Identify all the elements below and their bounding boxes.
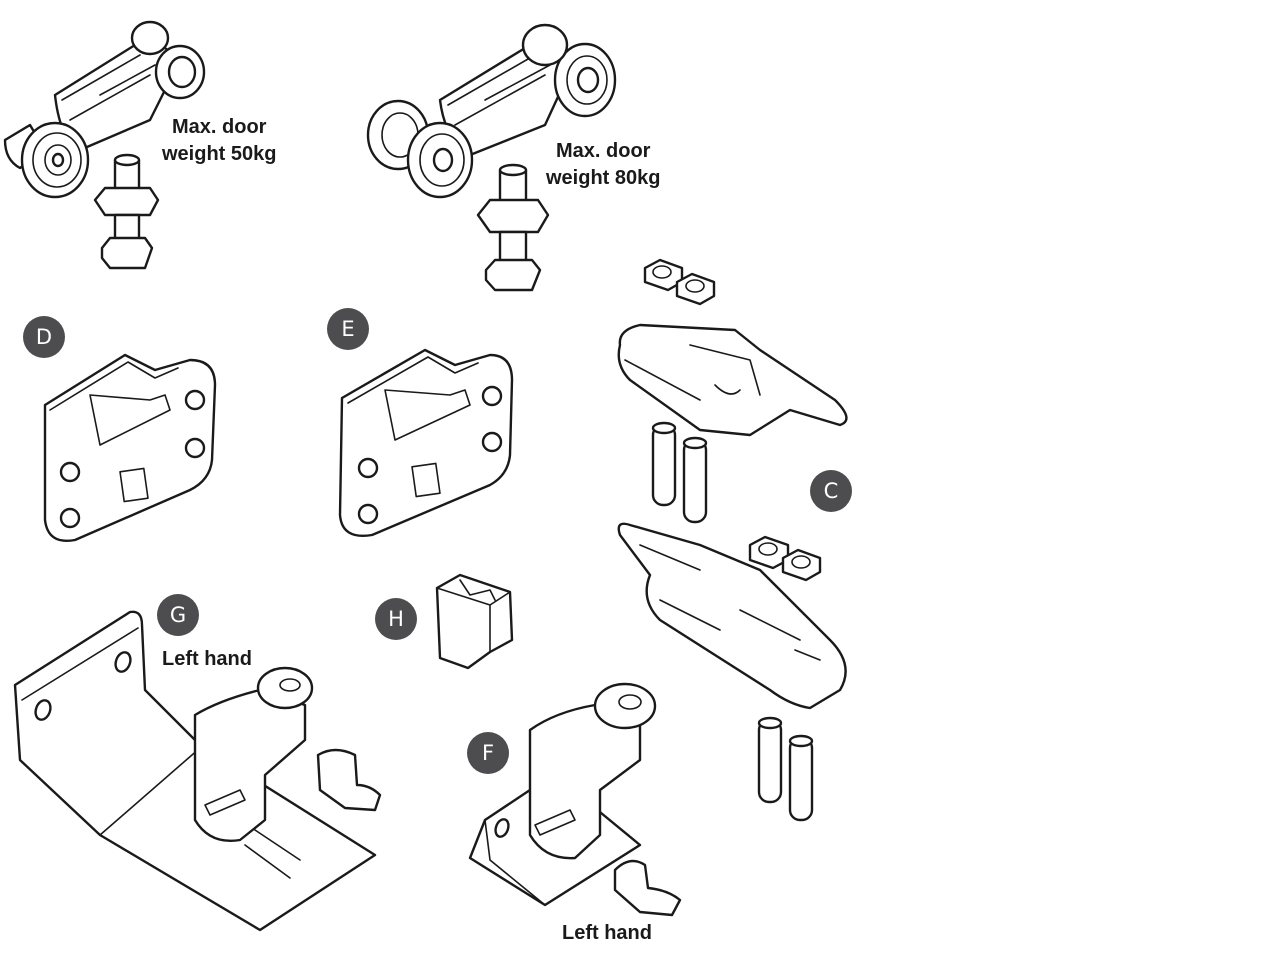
caption-max-weight-80kg: Max. door weight 80kg [546, 138, 660, 192]
badge-c: C [810, 470, 852, 512]
badge-g: G [157, 594, 199, 636]
caption-max-weight-50kg: Max. door weight 50kg [162, 114, 276, 168]
guide-plate-d [43, 353, 217, 542]
clip-part-h [435, 573, 514, 670]
caption-left-hand-g: Left hand [162, 648, 252, 670]
caption-line: Max. door [556, 140, 651, 162]
caption-line: weight 50kg [162, 143, 277, 165]
roller-assembly-50kg [3, 20, 206, 270]
caption-line: Max. door [172, 116, 267, 138]
badge-e: E [327, 308, 369, 350]
caption-line: weight 80kg [546, 167, 661, 189]
stopper-assembly-c [617, 258, 848, 822]
badge-f: F [467, 732, 509, 774]
badge-h: H [375, 598, 417, 640]
badge-d: D [23, 316, 65, 358]
floor-guide-bracket-g [13, 610, 382, 932]
floor-guide-f [468, 682, 682, 917]
guide-plate-e [338, 348, 514, 537]
roller-assembly-80kg [366, 23, 617, 292]
caption-left-hand-f: Left hand [562, 922, 652, 944]
